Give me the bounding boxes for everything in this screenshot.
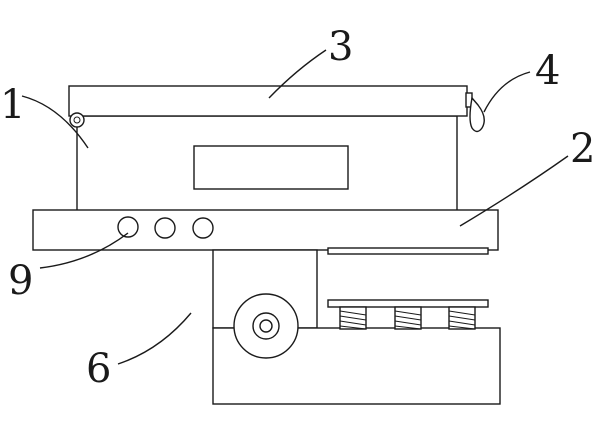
label-1: 1 xyxy=(0,82,25,128)
leader-2 xyxy=(459,155,569,227)
spring-plate xyxy=(327,299,489,308)
label-3: 3 xyxy=(328,24,353,70)
knob-1 xyxy=(117,216,139,238)
spring-2 xyxy=(394,306,422,330)
hinge-outer xyxy=(69,112,85,128)
label-9: 9 xyxy=(8,258,33,304)
label-4: 4 xyxy=(535,48,560,94)
label-6: 6 xyxy=(86,346,111,392)
knob-2 xyxy=(154,217,176,239)
display-window xyxy=(193,145,349,190)
base-plate xyxy=(32,209,499,251)
spring-1 xyxy=(339,306,367,330)
leader-9 xyxy=(39,232,129,269)
leader-3 xyxy=(268,49,327,99)
knob-3 xyxy=(192,217,214,239)
label-2: 2 xyxy=(570,126,595,172)
spring-3 xyxy=(448,306,476,330)
leader-6 xyxy=(117,312,192,365)
lid-bar xyxy=(68,85,468,117)
leader-4 xyxy=(483,71,531,113)
leader-1 xyxy=(21,95,89,149)
hinge-inner xyxy=(73,116,81,124)
latch-handle xyxy=(469,96,485,133)
upper-plate xyxy=(327,247,489,255)
roller-wheel-axle xyxy=(259,319,273,333)
